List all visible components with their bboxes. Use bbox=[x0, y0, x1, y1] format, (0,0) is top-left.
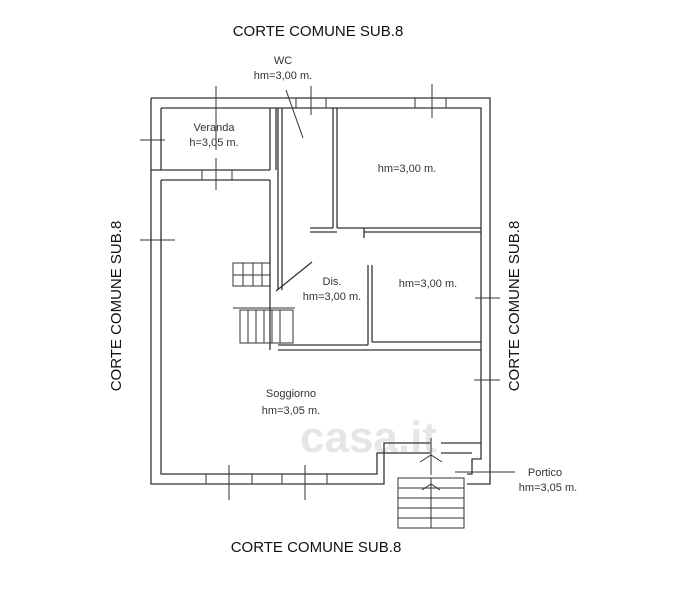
soggiorno-height: hm=3,05 m. bbox=[262, 405, 320, 417]
veranda-height: h=3,05 m. bbox=[189, 137, 238, 149]
leader-lines bbox=[285, 89, 515, 473]
windows bbox=[140, 84, 500, 500]
bedroom1-height: hm=3,00 m. bbox=[378, 163, 436, 175]
portico-height: hm=3,05 m. bbox=[519, 482, 577, 494]
veranda-name: Veranda bbox=[194, 122, 236, 134]
entrance-steps bbox=[397, 454, 465, 529]
watermark: casa.it bbox=[300, 413, 437, 462]
soggiorno-name: Soggiorno bbox=[266, 388, 316, 400]
interior-stairs bbox=[232, 262, 295, 344]
bedroom2-height: hm=3,00 m. bbox=[399, 278, 457, 290]
dis-name: Dis. bbox=[323, 276, 342, 288]
interior-walls bbox=[269, 108, 481, 351]
wc-name: WC bbox=[274, 55, 292, 67]
border-label-bottom: CORTE COMUNE SUB.8 bbox=[231, 539, 402, 556]
dis-height: hm=3,00 m. bbox=[303, 291, 361, 303]
wc-height: hm=3,00 m. bbox=[254, 70, 312, 82]
border-label-top: CORTE COMUNE SUB.8 bbox=[233, 23, 404, 40]
portico-name: Portico bbox=[528, 467, 562, 479]
border-label-left: CORTE COMUNE SUB.8 bbox=[108, 221, 125, 392]
border-label-right: CORTE COMUNE SUB.8 bbox=[506, 221, 523, 392]
